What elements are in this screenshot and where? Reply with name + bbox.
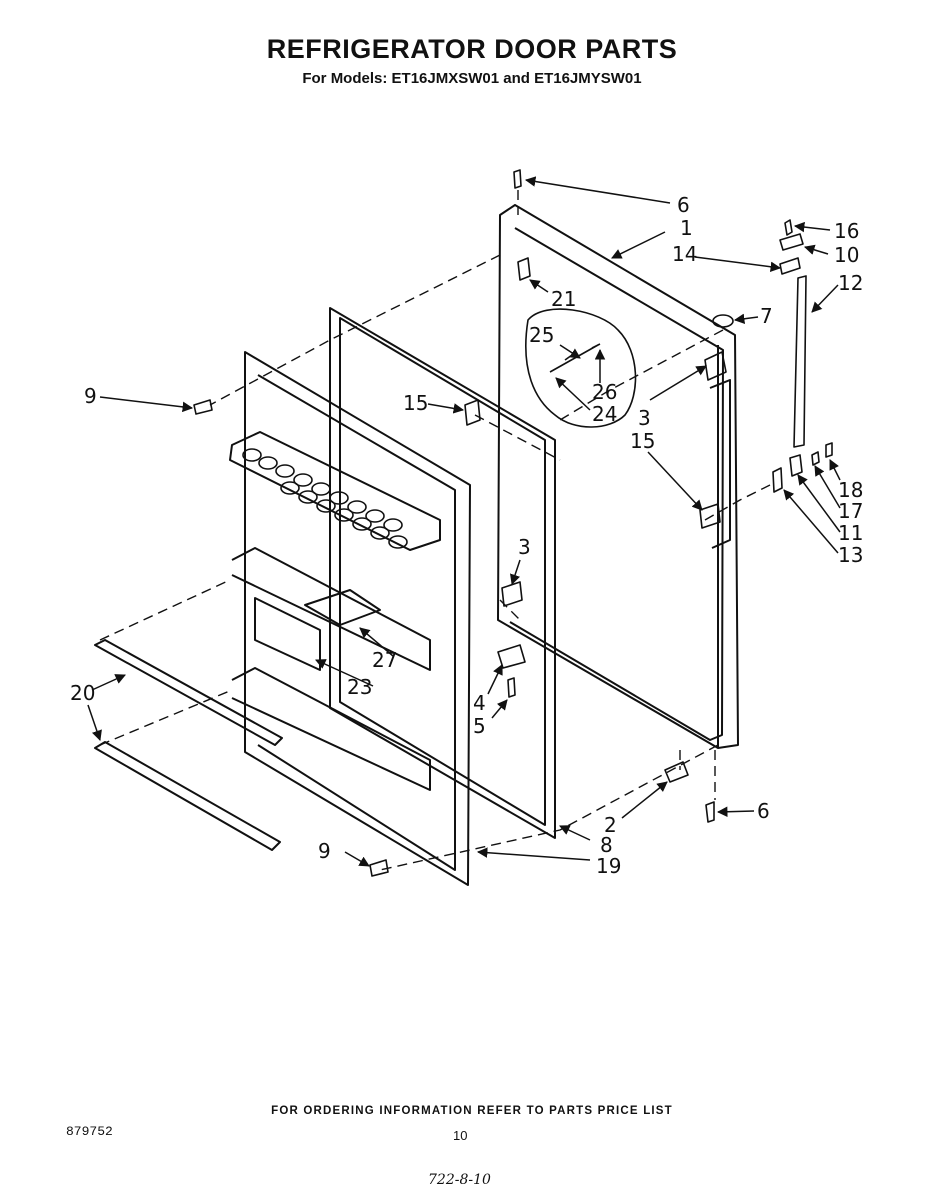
callout-c17: 17 xyxy=(838,499,863,523)
shelf-bars xyxy=(94,639,283,851)
outer-door-panel xyxy=(497,204,739,749)
ordering-note: FOR ORDERING INFORMATION REFER TO PARTS … xyxy=(271,1105,673,1117)
callout-c23: 23 xyxy=(347,675,372,699)
callout-c8: 8 xyxy=(600,833,613,857)
callout-c16: 16 xyxy=(834,219,859,243)
callout-c20: 20 xyxy=(70,681,95,705)
document-number: 879752 xyxy=(66,1124,113,1139)
handwritten-note: 722-8-10 xyxy=(428,1172,491,1188)
leader-lines xyxy=(87,176,841,867)
callout-c7: 7 xyxy=(760,304,773,328)
callout-c3a: 3 xyxy=(638,406,651,430)
callout-c15a: 15 xyxy=(403,391,428,415)
callout-c12: 12 xyxy=(838,271,863,295)
callout-c13: 13 xyxy=(838,543,863,567)
hinge-hardware xyxy=(193,169,833,877)
callout-c14: 14 xyxy=(672,242,697,266)
callout-c27: 27 xyxy=(372,648,397,672)
callout-c2: 2 xyxy=(604,813,617,837)
callout-c6a: 6 xyxy=(677,193,690,217)
callout-c5: 5 xyxy=(473,714,486,738)
page-subtitle: For Models: ET16JMXSW01 and ET16JMYSW01 xyxy=(302,70,642,87)
callout-c3b: 3 xyxy=(518,535,531,559)
page-title: REFRIGERATOR DOOR PARTS xyxy=(266,34,678,64)
callout-c9a: 9 xyxy=(84,384,97,408)
callout-c19: 19 xyxy=(596,854,621,878)
callout-c4: 4 xyxy=(473,691,486,715)
callout-c9b: 9 xyxy=(318,839,331,863)
callout-c11: 11 xyxy=(838,521,863,545)
callout-c25: 25 xyxy=(529,323,554,347)
callout-c26: 26 xyxy=(592,380,617,404)
detail-cutaway xyxy=(525,308,637,428)
callout-c18: 18 xyxy=(838,478,863,502)
callout-c15b: 15 xyxy=(630,429,655,453)
egg-holes xyxy=(242,448,408,549)
callout-c21: 21 xyxy=(551,287,576,311)
callout-c6b: 6 xyxy=(757,799,770,823)
callout-labels: 6 1 16 10 14 12 21 7 25 26 24 9 15 3 15 … xyxy=(70,193,863,878)
callout-c1: 1 xyxy=(680,216,693,240)
door-gasket xyxy=(329,307,556,839)
door-liner xyxy=(229,351,471,886)
callout-c10: 10 xyxy=(834,243,859,267)
page-number: 10 xyxy=(453,1128,468,1143)
callout-c24: 24 xyxy=(592,402,617,426)
